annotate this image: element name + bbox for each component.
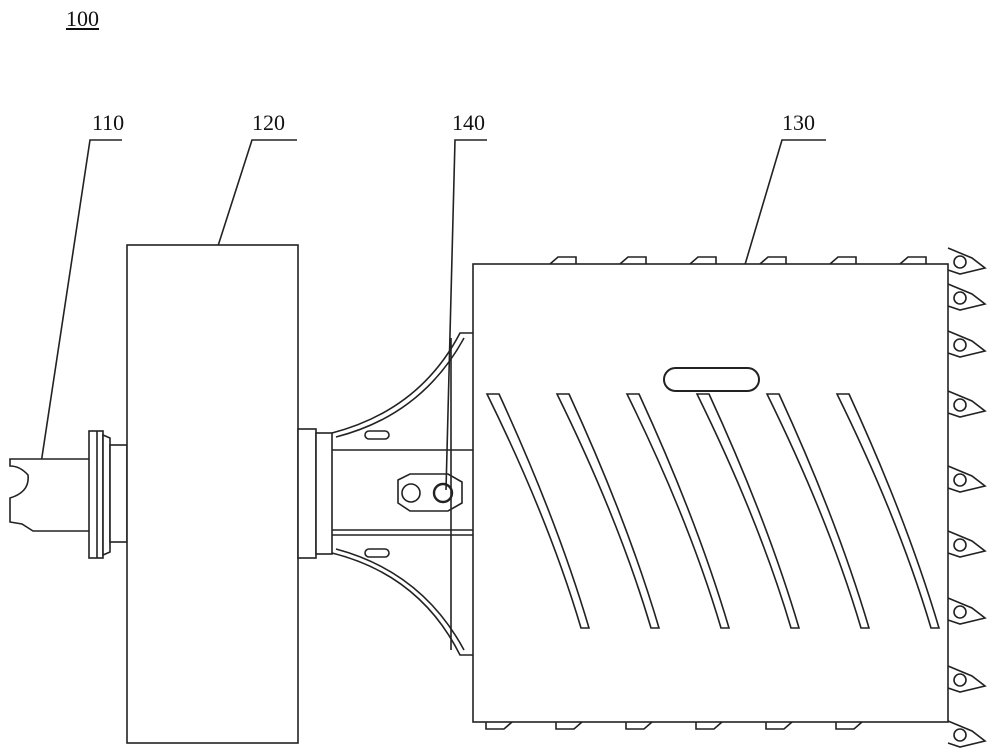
pick-tip [954, 674, 966, 686]
pick-tip [954, 474, 966, 486]
cutter-tooth [620, 257, 646, 264]
cutter-tooth [766, 722, 792, 729]
pick-tip [954, 399, 966, 411]
pick-tip [954, 292, 966, 304]
cutter-tooth [760, 257, 786, 264]
drum-130 [473, 248, 985, 747]
cutter-tooth [836, 722, 862, 729]
pick-tip [954, 339, 966, 351]
cutter-tooth [696, 722, 722, 729]
cutter-tooth [830, 257, 856, 264]
pick-tip [954, 606, 966, 618]
pick-tip [954, 729, 966, 741]
shaft-110 [10, 431, 127, 558]
cutter-tooth [556, 722, 582, 729]
cutter-tooth [550, 257, 576, 264]
cutter-tooth [626, 722, 652, 729]
cutter-tooth [690, 257, 716, 264]
disc-120 [127, 245, 298, 743]
cutter-tooth [486, 722, 512, 729]
cutter-tooth [900, 257, 926, 264]
pick-tip [954, 256, 966, 268]
pick-tip [954, 539, 966, 551]
